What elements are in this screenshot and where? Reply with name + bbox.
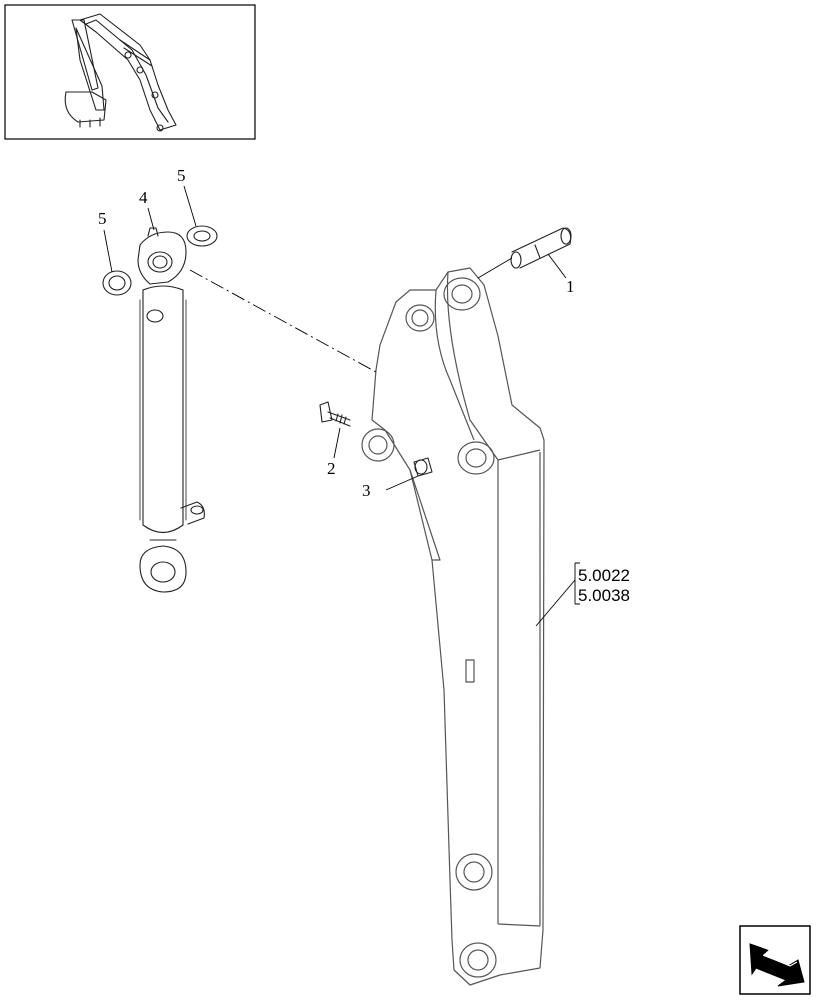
callout-5-left: 5	[98, 209, 107, 228]
callout-5-right: 5	[177, 166, 186, 185]
pin	[510, 227, 572, 269]
washer-left	[102, 270, 132, 296]
overview-thumbnail[interactable]	[4, 4, 256, 140]
leader-lines	[103, 185, 580, 627]
washer-right	[186, 225, 218, 247]
arm-structure	[361, 267, 545, 986]
callout-4: 4	[139, 188, 148, 207]
reference-link-2[interactable]: 5.0038	[578, 586, 630, 605]
reference-link-1[interactable]: 5.0022	[578, 566, 630, 585]
bushing	[413, 457, 433, 477]
bolt	[319, 401, 351, 427]
assembly-line	[189, 269, 377, 373]
callout-3: 3	[362, 481, 371, 500]
callout-2: 2	[327, 459, 336, 478]
callout-1: 1	[566, 277, 575, 296]
excavator-arm-overview-icon	[64, 13, 177, 132]
next-page-arrow-icon[interactable]	[739, 925, 811, 995]
hydraulic-cylinder	[137, 227, 205, 593]
